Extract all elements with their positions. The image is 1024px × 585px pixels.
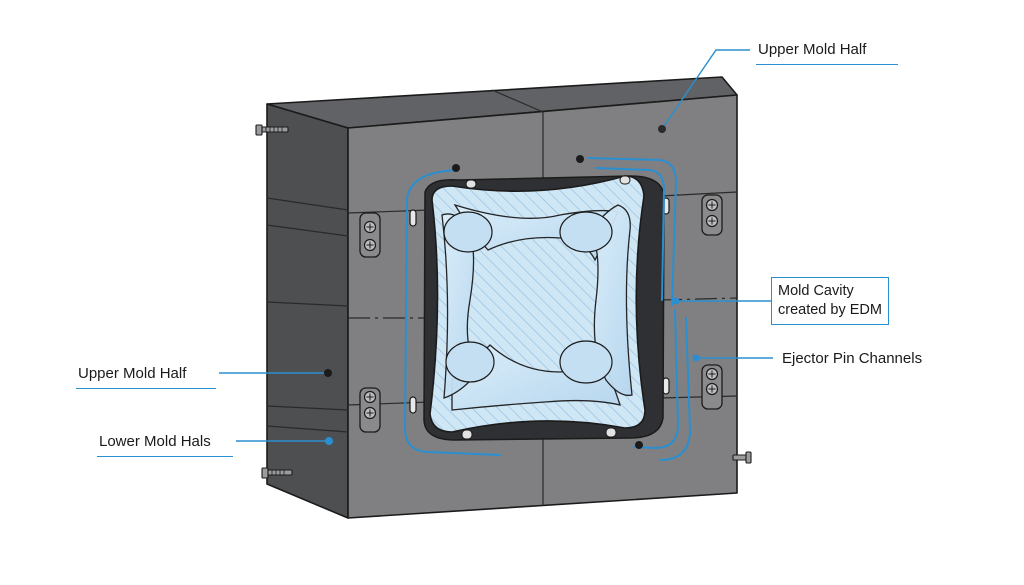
screw-icon <box>732 451 752 464</box>
cavity-pocket <box>445 341 495 383</box>
label-mold-cavity: Mold Cavity created by EDM <box>771 277 889 325</box>
screw-icon <box>261 467 293 479</box>
channel-lines <box>403 157 692 461</box>
cavity-pocket <box>559 340 613 384</box>
label-upper-mold-half-top: Upper Mold Half <box>758 41 867 58</box>
label-upper-mold-half-left: Upper Mold Half <box>78 365 187 382</box>
cavity-pocket <box>559 211 613 253</box>
screw-icon <box>255 124 289 136</box>
label-underline <box>97 456 233 458</box>
label-underline <box>756 64 898 66</box>
mold-cavity-line2: created by EDM <box>778 302 882 318</box>
cavity-pocket <box>443 211 493 253</box>
leader-upper-top <box>661 49 750 130</box>
leader-dots <box>324 125 700 449</box>
mold-cavity-line1: Mold Cavity <box>778 283 854 299</box>
label-lower-mold-half-left: Lower Mold Hals <box>99 433 211 450</box>
bolt-head-cross <box>366 201 716 417</box>
callout-leaders <box>219 49 773 442</box>
block-side-face <box>266 103 349 519</box>
bolt-head-icon <box>363 198 719 420</box>
label-underline <box>76 388 216 390</box>
mold-cavity <box>423 175 665 441</box>
label-ejector-pin-channels: Ejector Pin Channels <box>782 350 923 367</box>
